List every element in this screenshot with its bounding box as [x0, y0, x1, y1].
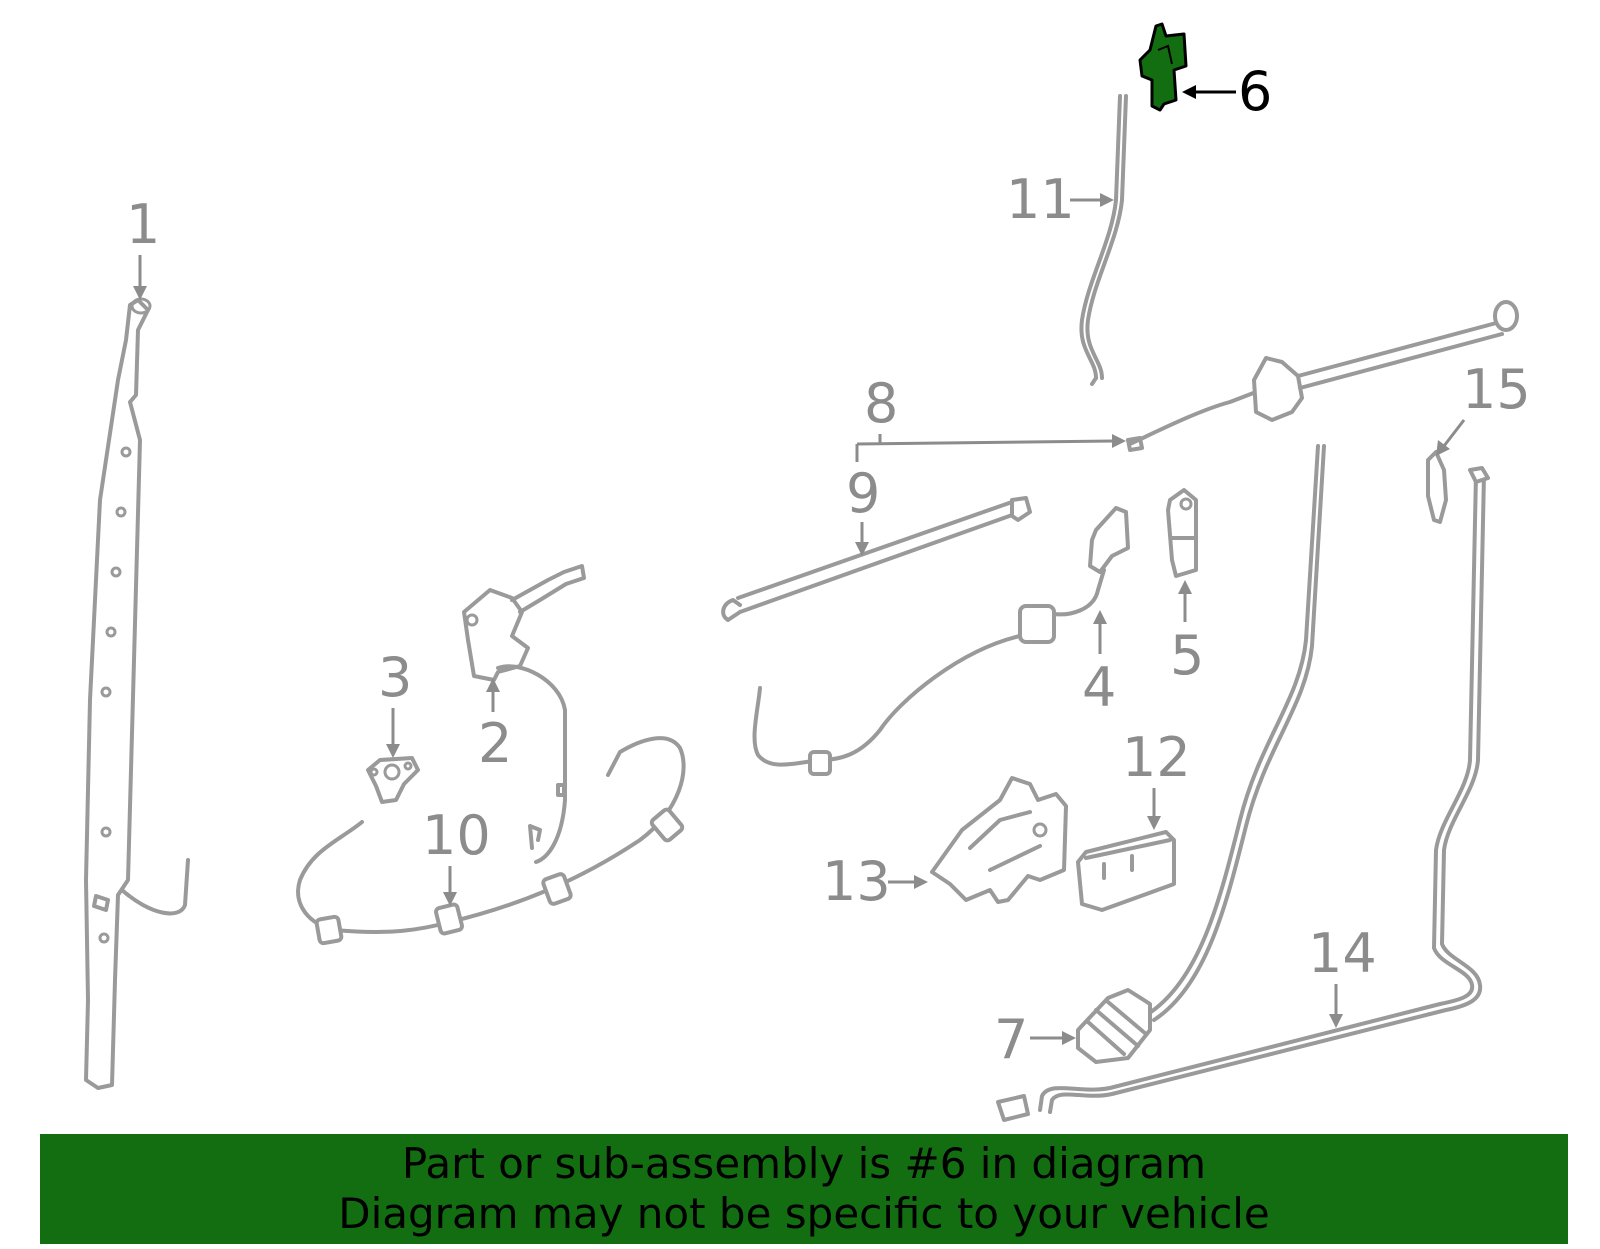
callout-labels: 1 2 3 4 5 6 7 8 9 10 11 12 13 14 15: [126, 60, 1531, 1071]
callout-1[interactable]: 1: [126, 193, 160, 256]
part-12-module[interactable]: [1076, 830, 1176, 912]
callout-10[interactable]: 10: [422, 804, 491, 867]
part-1-rail[interactable]: [84, 297, 190, 1090]
part-15-clip[interactable]: [1426, 450, 1448, 524]
callout-14[interactable]: 14: [1308, 922, 1377, 985]
callout-3[interactable]: 3: [378, 646, 412, 709]
callout-15[interactable]: 15: [1462, 358, 1531, 421]
part-11-cable[interactable]: [1079, 94, 1128, 386]
banner-line-part: Part or sub-assembly is #6 in diagram: [401, 1139, 1207, 1188]
part-8-cable[interactable]: [1126, 300, 1519, 452]
part-2-actuator[interactable]: [462, 564, 586, 864]
part-9-rod[interactable]: [721, 496, 1032, 622]
callout-9[interactable]: 9: [846, 462, 880, 525]
callout-4[interactable]: 4: [1082, 656, 1116, 719]
callout-6[interactable]: 6: [1238, 60, 1272, 123]
part-4-handle[interactable]: [752, 506, 1130, 776]
part-14-cable[interactable]: [996, 466, 1490, 1122]
callout-11[interactable]: 11: [1006, 168, 1075, 231]
callout-13[interactable]: 13: [822, 850, 891, 913]
part-7-connector[interactable]: [1076, 444, 1326, 1064]
callout-12[interactable]: 12: [1122, 726, 1191, 789]
callout-8[interactable]: 8: [864, 372, 898, 435]
part-10-harness[interactable]: [296, 736, 686, 946]
callout-2[interactable]: 2: [478, 712, 512, 775]
leader-lines: [133, 85, 1466, 1045]
banner-line-disclaimer: Diagram may not be specific to your vehi…: [338, 1189, 1270, 1238]
callout-5[interactable]: 5: [1170, 624, 1204, 687]
part-13-latch[interactable]: [930, 776, 1068, 904]
part-3-grommet[interactable]: [366, 756, 420, 804]
info-banner: Part or sub-assembly is #6 in diagram Di…: [40, 1134, 1568, 1244]
part-6-highlighted[interactable]: [1138, 22, 1188, 112]
callout-7[interactable]: 7: [994, 1008, 1028, 1071]
part-5-bracket[interactable]: [1166, 488, 1198, 578]
